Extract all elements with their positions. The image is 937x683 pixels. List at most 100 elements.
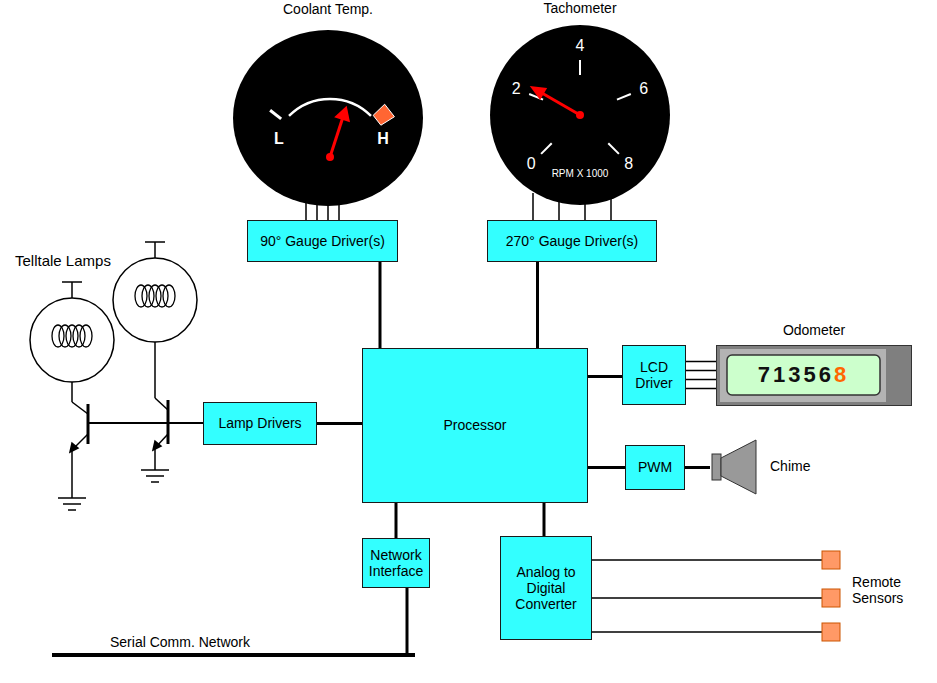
gauge-number: 2: [504, 79, 528, 99]
hot-zone-mark: [373, 104, 394, 125]
ground-symbol: [58, 497, 86, 499]
filament-loop: [66, 325, 78, 347]
lamp-wire: [154, 342, 156, 398]
chime-label: Chime: [770, 458, 810, 474]
sensor-wire: [580, 597, 822, 599]
box-label: 270° Gauge Driver(s): [506, 233, 638, 249]
supply-wire: [154, 242, 156, 258]
filament-loop: [52, 325, 64, 347]
lamp-bulb: [113, 258, 197, 342]
transistor-collector: [155, 398, 168, 410]
connector-wire: [543, 503, 546, 536]
gauge-number: 8: [617, 154, 641, 174]
lamp-driver-box: Lamp Drivers: [203, 402, 317, 445]
gauge-tick: [608, 143, 619, 154]
transistor-collector: [72, 402, 88, 414]
chime-speaker: Chime: [710, 438, 820, 496]
bezel-frame: [717, 346, 912, 406]
sensor-square: [822, 589, 840, 607]
gauge-dial: [233, 30, 423, 206]
serial-bus: [52, 653, 415, 657]
annotation-label: Remote Sensors: [852, 574, 932, 606]
needle-pivot: [326, 153, 334, 161]
gauge-tick: [579, 60, 581, 75]
connector-wire: [588, 375, 622, 378]
gauge-title: Tachometer: [485, 0, 675, 16]
connector-wire: [395, 503, 398, 538]
base-drive-wire: [88, 422, 205, 424]
filament-loop: [80, 325, 92, 347]
connector-wire: [379, 262, 382, 348]
gauge-scale-label: L: [267, 130, 291, 148]
speaker-magnet: [712, 454, 721, 480]
emitter-arrow: [70, 443, 78, 452]
filament-loop: [135, 285, 147, 307]
lcd-window: [727, 355, 880, 395]
ground-wire: [71, 450, 73, 498]
filament-loop: [156, 285, 168, 307]
filament-loop: [142, 285, 154, 307]
supply-symbol: [62, 281, 82, 283]
gauge-scale-label: H: [371, 130, 395, 148]
connector-wire: [686, 362, 716, 389]
bezel-inner: [720, 349, 886, 402]
connector-wire: [685, 466, 710, 469]
gauge-number: 6: [632, 79, 656, 99]
pwm-box: PWM: [625, 445, 685, 490]
gauge-tick: [270, 110, 281, 119]
needle-head: [334, 106, 350, 123]
lcd-driver-box: LCD Driver: [622, 345, 686, 405]
sensor-wire: [580, 631, 822, 633]
ground-symbol: [151, 481, 159, 483]
gauge-unit: RPM X 1000: [485, 168, 675, 179]
gauge-number: 0: [519, 154, 543, 174]
filament-loop: [59, 325, 71, 347]
gauge-arc: [289, 99, 371, 116]
connector-wire: [317, 422, 362, 425]
filament-loop: [149, 285, 161, 307]
filament-loop: [73, 325, 85, 347]
ground-wire: [154, 448, 156, 470]
emitter-arrow: [153, 441, 161, 450]
ground-symbol: [63, 503, 81, 505]
ground-symbol: [68, 509, 76, 511]
gauge-needle: [542, 93, 580, 115]
box-label: 90° Gauge Driver(s): [260, 233, 385, 249]
box-label: Processor: [443, 417, 506, 433]
processor-box: Processor: [362, 348, 588, 503]
gauge-needle: [330, 117, 343, 157]
odometer-digits: 71356: [758, 362, 834, 387]
odometer-reading: 713568: [727, 355, 880, 395]
gauge-face: [233, 5, 423, 210]
gauge-driver-box: 90° Gauge Driver(s): [247, 220, 398, 262]
supply-symbol: [145, 241, 165, 243]
adc-box: Analog to Digital Converter: [500, 536, 592, 640]
needle-head: [530, 86, 547, 100]
box-label: LCD Driver: [627, 359, 681, 391]
ground-symbol: [141, 469, 169, 471]
sensor-square: [822, 551, 840, 569]
gauge-title: Coolant Temp.: [233, 1, 423, 17]
connector-wire: [536, 262, 539, 348]
filament-loop: [163, 285, 175, 307]
lamp-filament: [52, 325, 92, 347]
network-interface-box: Network Interface: [362, 538, 430, 588]
gauge-driver-box: 270° Gauge Driver(s): [487, 220, 657, 262]
box-label: Analog to Digital Converter: [505, 564, 587, 612]
lamp-filament: [135, 285, 175, 307]
gauge-tick: [541, 143, 552, 154]
box-label: Network Interface: [367, 547, 425, 579]
gauge-tick: [617, 94, 631, 100]
odometer-last-digit: 8: [834, 362, 849, 387]
gauge-number: 4: [568, 36, 592, 56]
annotation-label: Serial Comm. Network: [110, 634, 250, 650]
lamp-wire: [71, 382, 73, 402]
temperature-gauge: Coolant Temp.LH: [233, 5, 423, 210]
box-label: Lamp Drivers: [218, 415, 301, 431]
tachometer-gauge: 0 2 4 6 8 TachometerRPM X 1000: [485, 2, 675, 207]
speaker-cone: [721, 440, 756, 494]
display-title: Odometer: [716, 322, 912, 338]
odometer-display: Odometer 713568: [716, 322, 912, 407]
lamp-bulb: [30, 298, 114, 382]
